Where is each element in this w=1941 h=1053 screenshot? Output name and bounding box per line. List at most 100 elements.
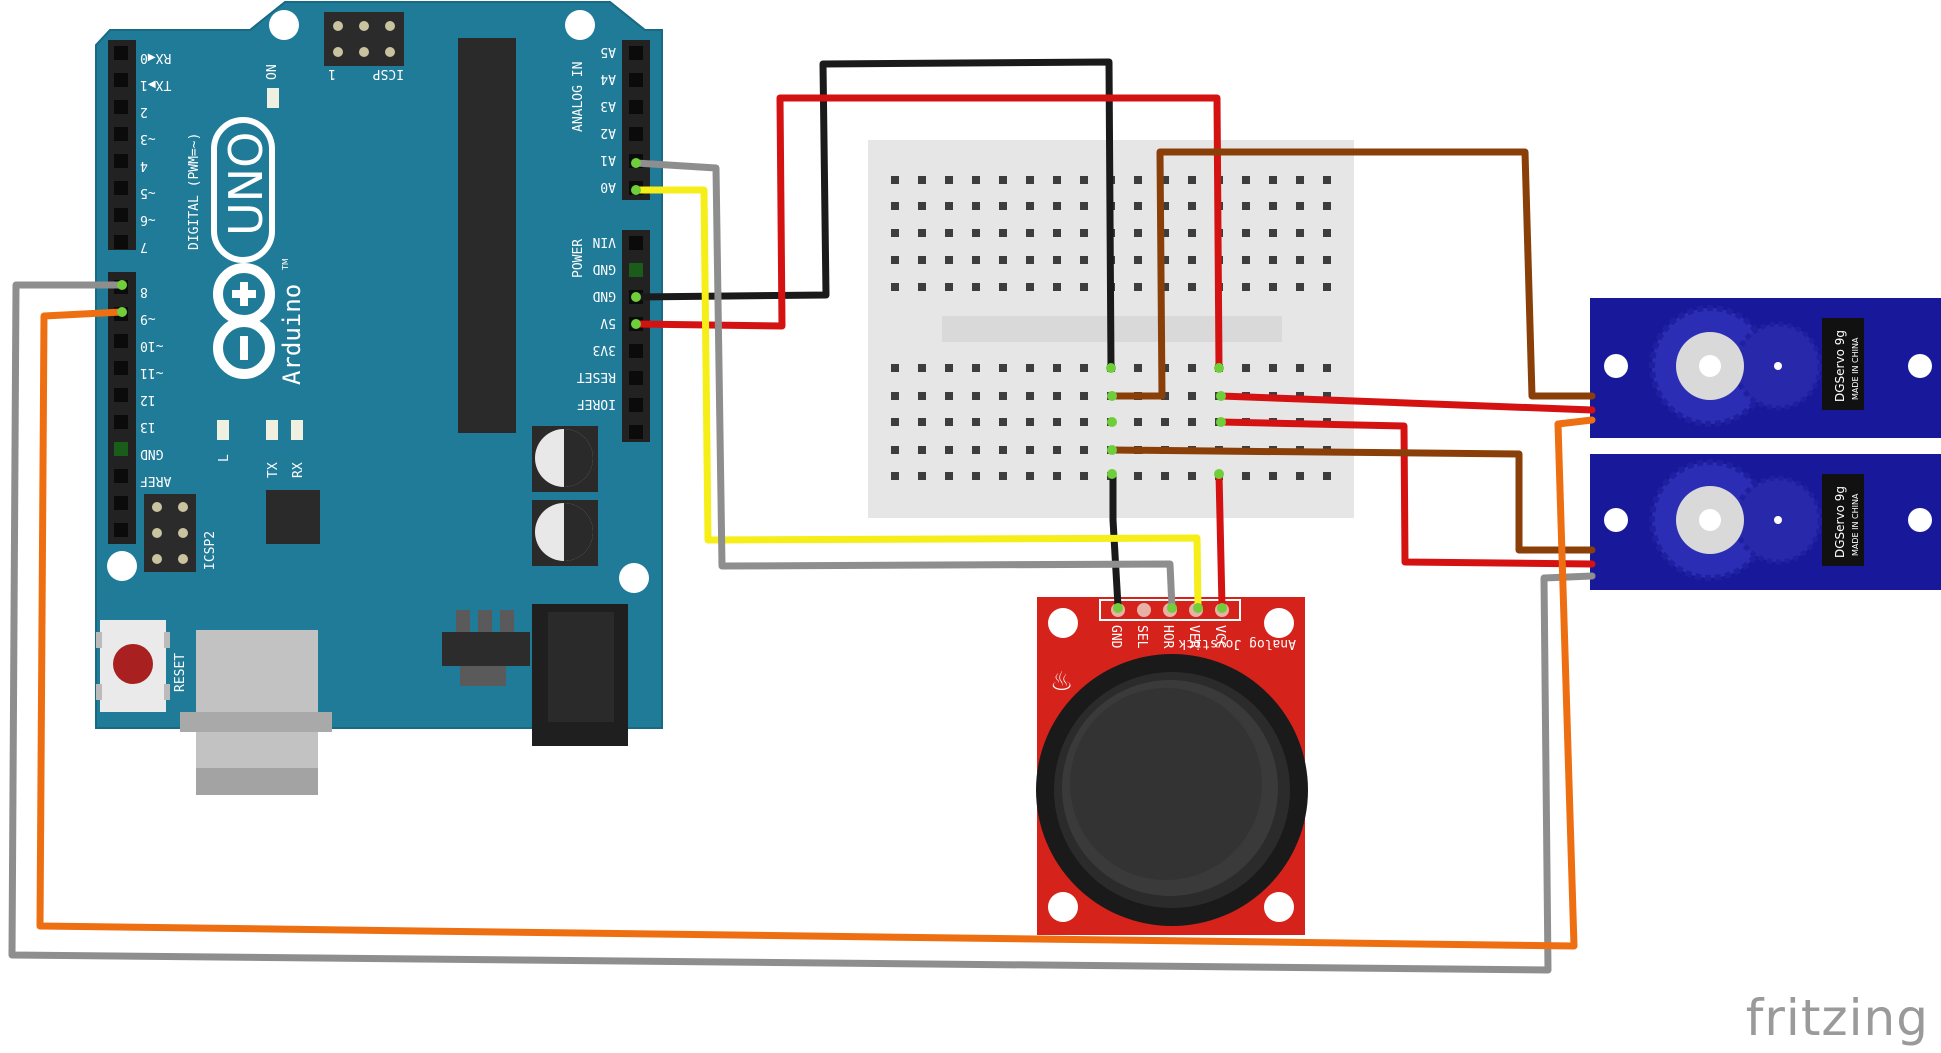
breadboard-hole [1053, 202, 1061, 210]
breadboard-hole [1080, 472, 1088, 480]
breadboard-hole [1269, 256, 1277, 264]
breadboard-hole [1053, 283, 1061, 291]
arduino-wordmark: Arduino [278, 284, 306, 385]
pin-label-d6: ~6 [140, 212, 156, 227]
power-jack-inner [548, 612, 614, 722]
uno-logo-oval [211, 117, 275, 263]
wire-pin8-gray [8, 281, 1596, 974]
breadboard-hole [891, 472, 899, 480]
breadboard-hole [1026, 418, 1034, 426]
breadboard-hole [999, 256, 1007, 264]
pin-label-ioref: IOREF [577, 396, 616, 411]
digital-pin-labels: RX◀0 TX▶1 2 ~3 4 ~5 ~6 7 8 ~9 ~10 ~11 12… [140, 50, 171, 488]
breadboard-hole [1188, 202, 1196, 210]
servo-origin-text: MADE IN CHINA [1851, 493, 1860, 556]
breadboard-hole [972, 446, 980, 454]
breadboard-hole [1323, 202, 1331, 210]
breadboard-hole [999, 472, 1007, 480]
breadboard-hole [1134, 364, 1142, 372]
breadboard-hole [945, 392, 953, 400]
breadboard-hole [972, 283, 980, 291]
servo-label-plate [1822, 474, 1864, 566]
analog-header [622, 40, 650, 200]
breadboard-hole [1161, 418, 1169, 426]
icsp2-pins [152, 502, 188, 564]
breadboard-hole [972, 472, 980, 480]
breadboard-hole [1161, 472, 1169, 480]
breadboard-hole [945, 283, 953, 291]
breadboard-hole [945, 202, 953, 210]
pin-label-d9: ~9 [140, 311, 156, 326]
breadboard-hole [1134, 283, 1142, 291]
wires [8, 58, 1596, 974]
breadboard-hole [918, 176, 926, 184]
breadboard-hole [1188, 364, 1196, 372]
connection-points [117, 158, 1227, 613]
servo-mount-hole [1604, 354, 1628, 378]
breadboard-hole [1053, 392, 1061, 400]
breadboard-hole [1161, 202, 1169, 210]
reset-label: RESET [173, 653, 188, 692]
servo-gear-center [1699, 355, 1721, 377]
pin-label-d2: 2 [140, 104, 148, 119]
pin-label-a5: A5 [600, 44, 616, 59]
breadboard-hole [1134, 472, 1142, 480]
breadboard-hole [1296, 256, 1304, 264]
breadboard-hole [1296, 176, 1304, 184]
breadboard-hole [1323, 364, 1331, 372]
breadboard-hole [918, 392, 926, 400]
breadboard-hole [972, 229, 980, 237]
breadboard-hole [1026, 364, 1034, 372]
pin-label-a4: A4 [600, 71, 616, 86]
reset-button [96, 620, 170, 712]
wire-pin9-orange [36, 308, 1596, 950]
joystick-knob-top [1070, 688, 1262, 880]
breadboard-hole [1269, 472, 1277, 480]
breadboard-hole [918, 202, 926, 210]
pin-label-5v: 5V [600, 315, 616, 330]
breadboard-hole [1269, 364, 1277, 372]
digital-section-label: DIGITAL (PWM=~) [187, 133, 202, 250]
usb-connector-bottom [196, 768, 318, 795]
breadboard-hole [999, 392, 1007, 400]
pin-label-d0: RX◀0 [140, 50, 171, 65]
pin-label-d12: 12 [140, 392, 156, 407]
pin-label-a3: A3 [600, 98, 616, 113]
breadboard-hole [918, 229, 926, 237]
wire-a1-gray [632, 159, 1176, 612]
breadboard-hole [1188, 229, 1196, 237]
pin-label-a1: A1 [600, 152, 616, 167]
servo-gear-center [1699, 509, 1721, 531]
pin-label-reset: RESET [577, 369, 616, 384]
breadboard-hole [1053, 418, 1061, 426]
breadboard-hole [1026, 229, 1034, 237]
breadboard-hole [1080, 392, 1088, 400]
mounting-hole [1048, 892, 1078, 922]
breadboard-hole [1269, 176, 1277, 184]
joystick-pin-sel: SEL [1134, 625, 1149, 649]
arduino-uno-board: RX◀0 TX▶1 2 ~3 4 ~5 ~6 7 8 ~9 ~10 ~11 12… [95, 0, 663, 795]
servo-mount-hole [1604, 508, 1628, 532]
servo-origin-text: MADE IN CHINA [1851, 337, 1860, 400]
breadboard-hole [1242, 202, 1250, 210]
right-pin-labels: A5 A4 A3 A2 A1 A0 VIN GND GND 5V 3V3 RES… [577, 44, 616, 411]
logo-plus-v [240, 282, 248, 306]
breadboard-hole [1296, 283, 1304, 291]
breadboard-hole [1026, 256, 1034, 264]
joystick-title: Analog Joystick [1178, 636, 1296, 651]
led-l-label: L [217, 454, 232, 462]
breadboard-hole [972, 176, 980, 184]
breadboard-hole [1323, 176, 1331, 184]
breadboard-hole [891, 256, 899, 264]
breadboard-hole [1269, 283, 1277, 291]
joystick-pin-ver: VER [1186, 625, 1201, 649]
power-section-label: POWER [571, 239, 586, 278]
servo-label-plate [1822, 318, 1864, 410]
breadboard-hole [1053, 176, 1061, 184]
breadboard-hole [999, 176, 1007, 184]
joystick-pin-hor: HOR [1160, 625, 1175, 649]
breadboard-hole [1026, 472, 1034, 480]
icsp2-header [144, 494, 196, 572]
wire-gnd-black [632, 58, 1115, 372]
servo-model-text: DGServo 9g [1833, 330, 1847, 402]
